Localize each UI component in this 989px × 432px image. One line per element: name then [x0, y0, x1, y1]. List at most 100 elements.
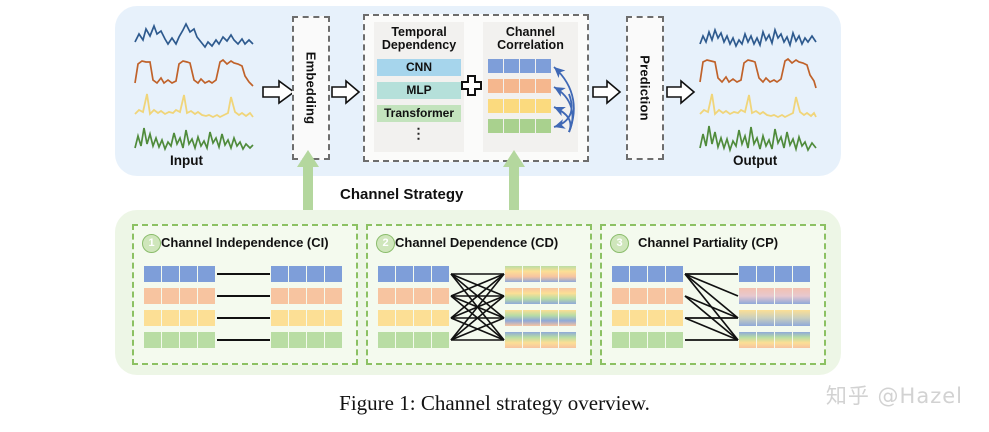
channel-title-line2: Correlation — [497, 38, 564, 52]
cd-right-r2c4 — [559, 288, 576, 304]
strategy-number-1: 1 — [142, 234, 161, 253]
temporal-title-line2: Dependency — [381, 38, 457, 52]
cd-left-r4c1 — [378, 332, 395, 348]
cd-right-r1c3 — [541, 266, 558, 282]
cp-right-r1c3 — [775, 266, 792, 282]
cd-right-r2c1 — [505, 288, 522, 304]
cp-right-r4c4 — [793, 332, 810, 348]
cd-links — [450, 273, 505, 341]
output-label: Output — [733, 153, 778, 168]
prediction-label: Prediction — [637, 55, 653, 121]
cd-right-r3c2 — [523, 310, 540, 326]
cd-right-r4c3 — [541, 332, 558, 348]
embedding-stage: Embedding — [292, 16, 330, 160]
ci-right-r2c3 — [307, 288, 324, 304]
ci-left-r2c2 — [162, 288, 179, 304]
input-series-4 — [134, 127, 254, 152]
corr-cell-r2c1 — [488, 79, 503, 93]
embedding-label: Embedding — [303, 51, 319, 125]
cp-left-r3c3 — [648, 310, 665, 326]
cp-left-r2c3 — [648, 288, 665, 304]
corr-cell-r1c2 — [504, 59, 519, 73]
channel-correlation-card: Channel Correlation — [483, 22, 578, 152]
cd-left-r2c2 — [396, 288, 413, 304]
strategy-panel-cd[interactable]: 2 Channel Dependence (CD) — [366, 224, 592, 365]
cd-left-r3c3 — [414, 310, 431, 326]
cd-right-r3c4 — [559, 310, 576, 326]
cp-left-r4c1 — [612, 332, 629, 348]
cp-right-r1c4 — [793, 266, 810, 282]
ci-left-r1c4 — [198, 266, 215, 282]
cp-left-r2c4 — [666, 288, 683, 304]
temporal-item-cnn[interactable]: CNN — [377, 59, 461, 76]
ci-left-r2c4 — [198, 288, 215, 304]
cp-left-r1c3 — [648, 266, 665, 282]
cd-left-r1c3 — [414, 266, 431, 282]
cp-left-r1c1 — [612, 266, 629, 282]
plus-outline-icon — [461, 75, 482, 96]
prediction-stage: Prediction — [626, 16, 664, 160]
temporal-item-transformer[interactable]: Transformer — [377, 105, 461, 122]
cp-right-r4c3 — [775, 332, 792, 348]
cp-right-r2c2 — [757, 288, 774, 304]
ci-left-r2c3 — [180, 288, 197, 304]
cd-left-r3c1 — [378, 310, 395, 326]
corr-cell-r3c3 — [520, 99, 535, 113]
cp-left-r1c4 — [666, 266, 683, 282]
corr-cell-r1c3 — [520, 59, 535, 73]
strategy-panel-cp[interactable]: 3 Channel Partiality (CP) — [600, 224, 826, 365]
cd-left-r4c2 — [396, 332, 413, 348]
cd-right-r4c1 — [505, 332, 522, 348]
cp-left-r3c2 — [630, 310, 647, 326]
output-series-2 — [699, 57, 817, 89]
strategy-title-cd: Channel Dependence (CD) — [395, 235, 559, 250]
strategy-number-3: 3 — [610, 234, 629, 253]
cp-right-r4c1 — [739, 332, 756, 348]
ci-left-r3c1 — [144, 310, 161, 326]
cd-left-r4c3 — [414, 332, 431, 348]
cp-right-r3c2 — [757, 310, 774, 326]
cd-left-r2c1 — [378, 288, 395, 304]
corr-cell-r2c3 — [520, 79, 535, 93]
cp-right-r3c1 — [739, 310, 756, 326]
cd-right-r1c2 — [523, 266, 540, 282]
block-arrow-right-icon-2 — [331, 79, 361, 105]
cd-right-r3c1 — [505, 310, 522, 326]
ci-right-r1c3 — [307, 266, 324, 282]
cd-right-r1c4 — [559, 266, 576, 282]
ci-right-r3c4 — [325, 310, 342, 326]
temporal-title-line1: Temporal — [391, 25, 447, 39]
cp-left-r2c2 — [630, 288, 647, 304]
cp-left-r4c3 — [648, 332, 665, 348]
ci-right-r3c2 — [289, 310, 306, 326]
input-series-3 — [134, 93, 254, 119]
cp-left-r1c2 — [630, 266, 647, 282]
cd-left-r2c4 — [432, 288, 449, 304]
cp-right-r2c4 — [793, 288, 810, 304]
input-series-2 — [134, 58, 254, 87]
ci-right-r1c4 — [325, 266, 342, 282]
ci-left-r3c3 — [180, 310, 197, 326]
temporal-ellipsis: ⋮ — [411, 125, 427, 141]
corr-cell-r2c4 — [536, 79, 551, 93]
cd-left-r3c2 — [396, 310, 413, 326]
strategy-number-2: 2 — [376, 234, 395, 253]
strategy-arrow-left-icon — [297, 150, 319, 212]
cp-left-r3c4 — [666, 310, 683, 326]
cp-right-r4c2 — [757, 332, 774, 348]
ci-left-r1c1 — [144, 266, 161, 282]
corr-cell-r4c2 — [504, 119, 519, 133]
ci-right-r4c3 — [307, 332, 324, 348]
corr-cell-r1c4 — [536, 59, 551, 73]
strategy-title-ci: Channel Independence (CI) — [161, 235, 329, 250]
cd-left-r3c4 — [432, 310, 449, 326]
temporal-item-mlp[interactable]: MLP — [377, 82, 461, 99]
strategy-arrow-right-icon — [503, 150, 525, 212]
ci-left-r1c3 — [180, 266, 197, 282]
cp-left-r3c1 — [612, 310, 629, 326]
corr-cell-r4c3 — [520, 119, 535, 133]
ci-right-r2c4 — [325, 288, 342, 304]
strategy-panel-ci[interactable]: 1 Channel Independence (CI) — [132, 224, 358, 365]
input-series-1 — [134, 22, 254, 49]
